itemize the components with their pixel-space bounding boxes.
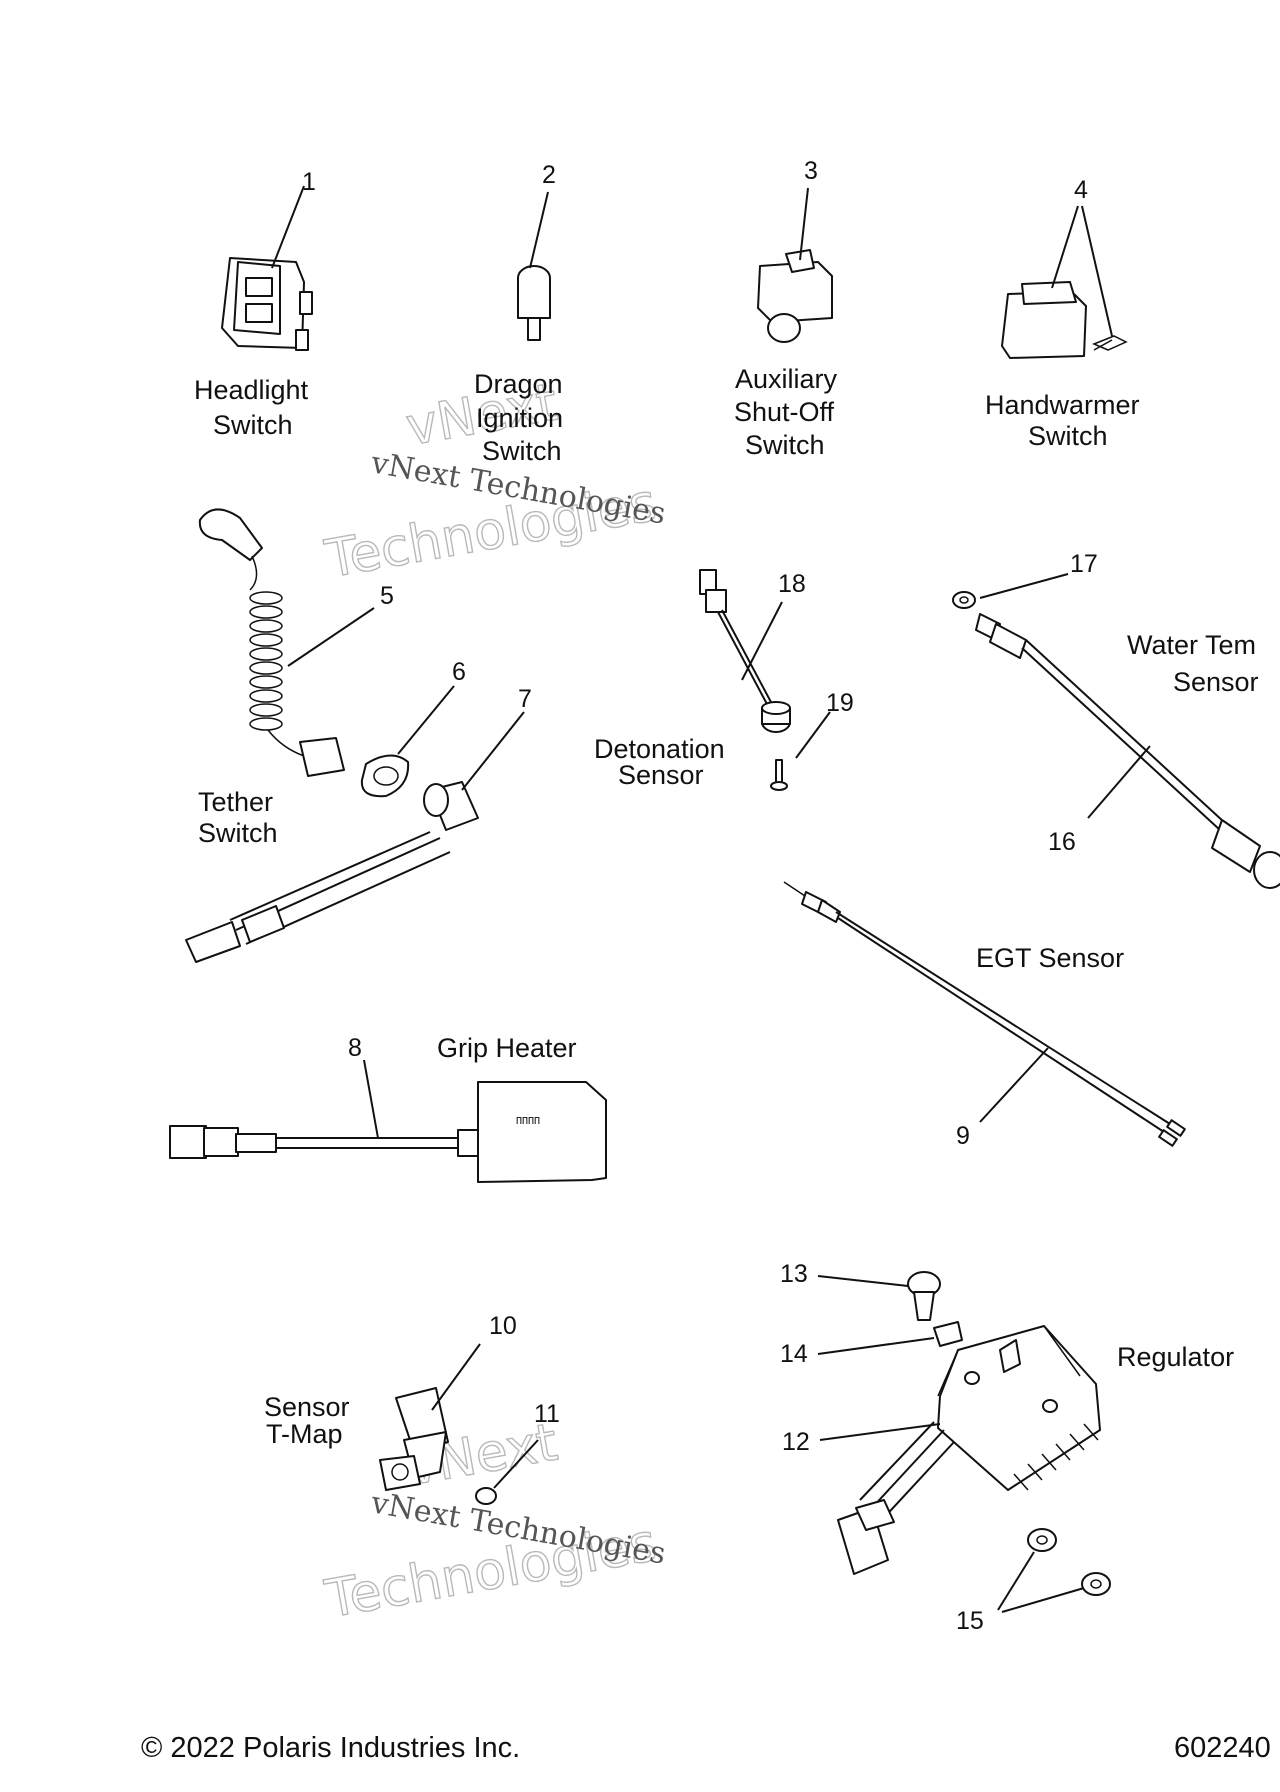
grip-heater-marking: ПППП <box>516 1116 540 1127</box>
ignition-switch-part <box>517 191 551 341</box>
regulator-washer-part <box>817 1321 963 1355</box>
label-auxiliary-1: Auxiliary <box>735 364 838 394</box>
label-tether-1: Tether <box>198 787 273 817</box>
callout-1: 1 <box>302 168 316 196</box>
water-temp-washer-part <box>952 573 1069 609</box>
tether-harness-part <box>185 711 525 963</box>
handwarmer-switch-part <box>1001 205 1128 359</box>
label-detonation-1: Detonation <box>594 734 725 764</box>
label-auxiliary-3: Switch <box>745 430 825 460</box>
callout-2: 2 <box>542 161 556 189</box>
label-tmap-1: Sensor <box>264 1392 350 1422</box>
label-regulator: Regulator <box>1117 1342 1234 1372</box>
detonation-bolt-part <box>770 711 831 791</box>
label-handwarmer-2: Switch <box>1028 421 1108 451</box>
label-handwarmer-1: Handwarmer <box>985 390 1140 420</box>
label-tether-2: Switch <box>198 818 278 848</box>
diagram-id: 602240 <box>1174 1732 1271 1764</box>
watermark-bottom: vNext Technologies vNext Technologies <box>320 1412 668 1631</box>
callout-9: 9 <box>956 1122 970 1150</box>
label-tmap-2: T-Map <box>266 1419 343 1449</box>
label-detonation-2: Sensor <box>618 760 704 790</box>
label-grip-heater: Grip Heater <box>437 1033 577 1063</box>
callout-8: 8 <box>348 1034 362 1062</box>
callout-18: 18 <box>778 570 806 598</box>
label-ignition-2: Ignition <box>476 403 563 433</box>
label-auxiliary-2: Shut-Off <box>734 397 835 427</box>
callout-3: 3 <box>804 157 818 185</box>
grip-heater-part: ПППП <box>169 1059 607 1183</box>
callout-17: 17 <box>1070 550 1098 578</box>
callout-19: 19 <box>826 689 854 717</box>
callout-12: 12 <box>782 1428 810 1456</box>
egt-sensor-part <box>783 881 1186 1147</box>
callout-5: 5 <box>380 582 394 610</box>
copyright-text: © 2022 Polaris Industries Inc. <box>141 1732 520 1764</box>
callout-14: 14 <box>780 1340 808 1368</box>
label-watertemp-2: Sensor <box>1173 667 1259 697</box>
regulator-bolt-part <box>817 1271 941 1321</box>
tether-nut-part <box>360 685 455 798</box>
callout-16: 16 <box>1048 828 1076 856</box>
regulator-body-part <box>819 1325 1101 1575</box>
tmap-screw-part <box>475 1439 539 1505</box>
callout-10: 10 <box>489 1312 517 1340</box>
detonation-sensor-part <box>699 569 791 733</box>
water-temp-sensor-part <box>975 613 1280 889</box>
label-egt: EGT Sensor <box>976 943 1124 973</box>
label-watertemp-1: Water Tem <box>1127 630 1256 660</box>
callout-13: 13 <box>780 1260 808 1288</box>
callout-7: 7 <box>518 685 532 713</box>
callout-6: 6 <box>452 658 466 686</box>
label-ignition-3: Switch <box>482 436 562 466</box>
tether-cord-part <box>198 508 375 777</box>
label-headlight-2: Switch <box>213 410 293 440</box>
headlight-switch-part <box>221 185 313 351</box>
callout-4: 4 <box>1074 176 1088 204</box>
label-headlight-1: Headlight <box>194 375 309 405</box>
regulator-nuts-part <box>997 1528 1111 1613</box>
tmap-sensor-part <box>379 1343 481 1491</box>
callout-15: 15 <box>956 1607 984 1635</box>
auxiliary-switch-part <box>757 187 833 343</box>
callout-11: 11 <box>534 1400 560 1428</box>
label-ignition-1: Dragon <box>474 369 563 399</box>
